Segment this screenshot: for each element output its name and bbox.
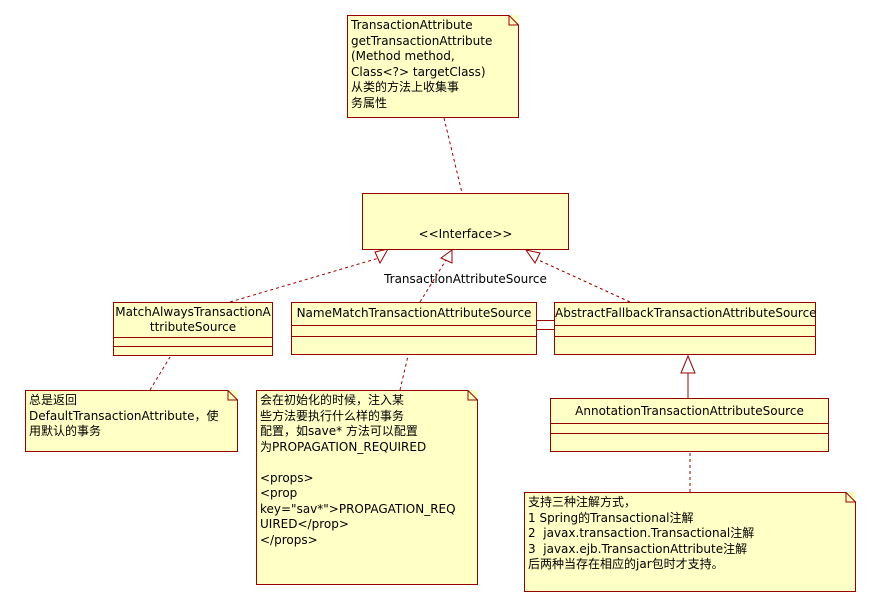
interface-name-label: TransactionAttributeSource [384, 272, 547, 286]
operations-section [114, 347, 272, 355]
note-get-transaction-attribute: TransactionAttribute getTransactionAttri… [347, 15, 519, 118]
note-text: 总是返回 DefaultTransactionAttribute，使 用默认的事… [29, 393, 219, 438]
attributes-section [114, 338, 272, 347]
operations-section [551, 434, 828, 443]
note-text: 会在初始化的时候，注入某 些方法要执行什么样的事务 配置，如save* 方法可以… [260, 393, 456, 547]
class-annotation-transaction-attribute-source[interactable]: AnnotationTransactionAttributeSource [550, 398, 829, 452]
attributes-section [551, 424, 828, 434]
class-name: NameMatchTransactionAttributeSource [292, 303, 536, 326]
note-link-top [443, 117, 463, 194]
note-text: 支持三种注解方式， 1 Spring的Transactional注解 2 jav… [528, 495, 755, 571]
note-text: TransactionAttribute getTransactionAttri… [351, 18, 493, 110]
class-match-always-transaction-attribute-source[interactable]: MatchAlwaysTransactionA ttributeSource [113, 302, 273, 356]
note-link-match-always [149, 356, 171, 391]
realization-line-match-always [229, 257, 380, 303]
stereotype-label: <<Interface>> [418, 227, 513, 241]
class-name: AbstractFallbackTransactionAttributeSour… [555, 303, 817, 326]
class-abstract-fallback-transaction-attribute-source[interactable]: AbstractFallbackTransactionAttributeSour… [554, 302, 817, 355]
note-shape [524, 492, 856, 592]
note-link-name-match [399, 355, 409, 391]
generalization-arrowhead-annotation [680, 354, 696, 374]
operations-section [555, 337, 815, 347]
note-shape [347, 15, 519, 118]
note-shape [25, 390, 238, 452]
note-annotation-support: 支持三种注解方式， 1 Spring的Transactional注解 2 jav… [524, 492, 856, 592]
note-match-always: 总是返回 DefaultTransactionAttribute，使 用默认的事… [25, 390, 238, 452]
attributes-section [555, 326, 815, 337]
operations-section [292, 337, 536, 347]
interface-transaction-attribute-source[interactable]: <<Interface>> TransactionAttributeSource [362, 193, 569, 330]
note-name-match: 会在初始化的时候，注入某 些方法要执行什么样的事务 配置，如save* 方法可以… [256, 390, 478, 585]
class-name: MatchAlwaysTransactionA ttributeSource [114, 303, 272, 338]
class-name-match-transaction-attribute-source[interactable]: NameMatchTransactionAttributeSource [291, 302, 537, 355]
note-shape [256, 390, 478, 585]
class-name: AnnotationTransactionAttributeSource [551, 399, 828, 424]
attributes-section [292, 326, 536, 337]
